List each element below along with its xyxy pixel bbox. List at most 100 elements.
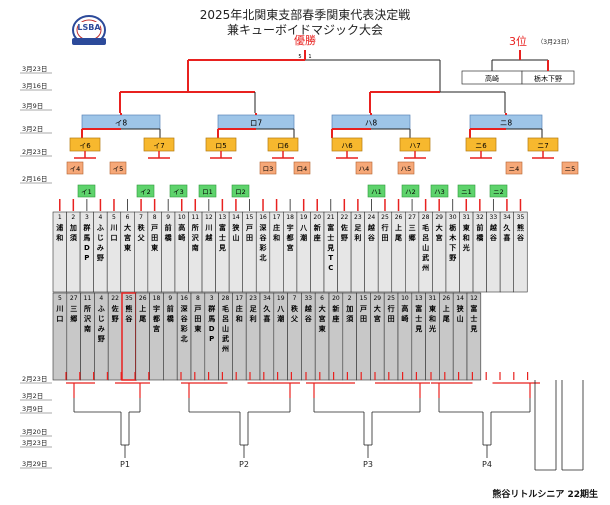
team-seed: 34 bbox=[263, 295, 271, 302]
team-name-char: 父 bbox=[290, 315, 299, 323]
r2-match-label: ニ4 bbox=[509, 165, 520, 173]
team-name-char: P bbox=[209, 335, 214, 343]
team-name-char: 毛 bbox=[422, 223, 429, 232]
team-name-char: 田 bbox=[246, 234, 253, 242]
team-name-char: 大 bbox=[319, 304, 326, 313]
quarter-match-label: ロ7 bbox=[250, 119, 262, 128]
team-name-char: 宮 bbox=[153, 324, 160, 333]
team-name-char: 見 bbox=[414, 324, 422, 333]
team-name-char: 橋 bbox=[167, 314, 175, 323]
team-name-char: 沢 bbox=[192, 233, 200, 242]
team-seed: 7 bbox=[293, 295, 297, 302]
team-name-char: 田 bbox=[194, 315, 201, 323]
team-name-char: 熊 bbox=[125, 304, 132, 313]
team-name-char: 南 bbox=[192, 243, 199, 252]
team-name-char: 八 bbox=[276, 305, 285, 313]
r2-match-box bbox=[109, 161, 127, 175]
r1-match-label: イ3 bbox=[173, 188, 184, 196]
team-name-char: 南 bbox=[84, 324, 91, 333]
team-name-char: 見 bbox=[218, 243, 226, 252]
team-name-char: 北 bbox=[260, 253, 267, 262]
team-seed: 16 bbox=[180, 295, 188, 302]
r1-match-box bbox=[77, 184, 96, 198]
team-seed: 2 bbox=[71, 214, 75, 221]
team-seed: 26 bbox=[442, 295, 450, 302]
team-name-char: 光 bbox=[428, 324, 436, 333]
pool-label: P4 bbox=[482, 460, 492, 469]
r1-match-box bbox=[457, 184, 476, 198]
team-name-char: 新 bbox=[332, 304, 339, 313]
team-name-char: 谷 bbox=[260, 233, 268, 242]
team-seed: 11 bbox=[84, 295, 92, 302]
team-seed: 12 bbox=[205, 214, 213, 221]
r1-match-box bbox=[367, 184, 386, 198]
team-name-char: 山 bbox=[232, 233, 239, 242]
score-label: 1 bbox=[308, 54, 311, 60]
team-name-char: 谷 bbox=[368, 233, 376, 242]
team-seed: 28 bbox=[222, 295, 230, 302]
team-name-char: T bbox=[328, 254, 333, 262]
team-name-char: 野 bbox=[98, 334, 105, 343]
team-name-char: 大 bbox=[374, 304, 381, 313]
team-seed: 4 bbox=[99, 295, 103, 302]
team-name-char: 谷 bbox=[125, 314, 133, 323]
team-seed: 25 bbox=[387, 295, 395, 302]
team-name-char: 佐 bbox=[111, 304, 119, 313]
r2-match-box bbox=[561, 161, 579, 175]
r1-match-box bbox=[489, 184, 508, 198]
round-date-label: 3月23日 bbox=[22, 439, 47, 447]
team-name-char: 東 bbox=[463, 223, 471, 232]
team-name-char: 郷 bbox=[70, 314, 77, 323]
team-name-char: 野 bbox=[112, 314, 119, 323]
team-name-char: じ bbox=[97, 234, 104, 242]
team-seed: 5 bbox=[112, 214, 116, 221]
team-name-char: 田 bbox=[151, 234, 158, 242]
team-name-char: D bbox=[209, 325, 215, 333]
r2-match-label: ロ3 bbox=[263, 165, 274, 173]
team-name-char: 利 bbox=[250, 314, 257, 323]
r1-match-label: ニ1 bbox=[461, 188, 472, 196]
team-name-char: 和 bbox=[462, 233, 470, 242]
team-name-char: 東 bbox=[319, 324, 327, 333]
team-seed: 22 bbox=[341, 214, 349, 221]
team-seed: 16 bbox=[259, 214, 267, 221]
team-box bbox=[466, 292, 482, 381]
team-name-char: 彩 bbox=[259, 243, 268, 252]
team-name-char: 尾 bbox=[394, 233, 402, 242]
team-seed: 30 bbox=[449, 214, 457, 221]
team-seed: 2 bbox=[348, 295, 352, 302]
team-seed: 14 bbox=[456, 295, 464, 302]
team-seed: 29 bbox=[435, 214, 443, 221]
team-name-char: 田 bbox=[388, 315, 395, 323]
team-name-char: 宮 bbox=[374, 314, 381, 323]
team-name-char: 座 bbox=[332, 314, 339, 323]
team-seed: 15 bbox=[246, 214, 254, 221]
team-name-char: 山 bbox=[222, 324, 229, 333]
round-date-label: 3月2日 bbox=[22, 392, 43, 400]
team-seed: 11 bbox=[191, 214, 199, 221]
team-name-char: 田 bbox=[360, 315, 367, 323]
team-name-char: 狭 bbox=[456, 304, 465, 313]
team-name-char: 群 bbox=[208, 304, 215, 313]
team-name-char: 三 bbox=[409, 224, 416, 232]
team-name-char: 馬 bbox=[83, 233, 90, 242]
team-name-char: P bbox=[84, 254, 89, 262]
team-name-char: 北 bbox=[181, 334, 188, 343]
team-seed: 35 bbox=[517, 214, 525, 221]
r2-match-box bbox=[259, 161, 277, 175]
team-name-char: 都 bbox=[286, 233, 294, 242]
team-name-char: 所 bbox=[192, 223, 199, 232]
team-seed: 33 bbox=[304, 295, 312, 302]
team-name-char: 狭 bbox=[231, 223, 240, 232]
team-name-char: 富 bbox=[415, 304, 422, 313]
team-name-char: 上 bbox=[443, 304, 450, 313]
team-name-char: 上 bbox=[139, 304, 146, 313]
team-seed: 14 bbox=[232, 214, 240, 221]
r1-match-box bbox=[198, 184, 217, 198]
team-name-char: 宮 bbox=[124, 233, 131, 242]
team-name-char: 谷 bbox=[181, 314, 189, 323]
team-name-char: 和 bbox=[55, 233, 63, 242]
team-name-char: 喜 bbox=[503, 233, 510, 242]
team-seed: 18 bbox=[153, 295, 161, 302]
